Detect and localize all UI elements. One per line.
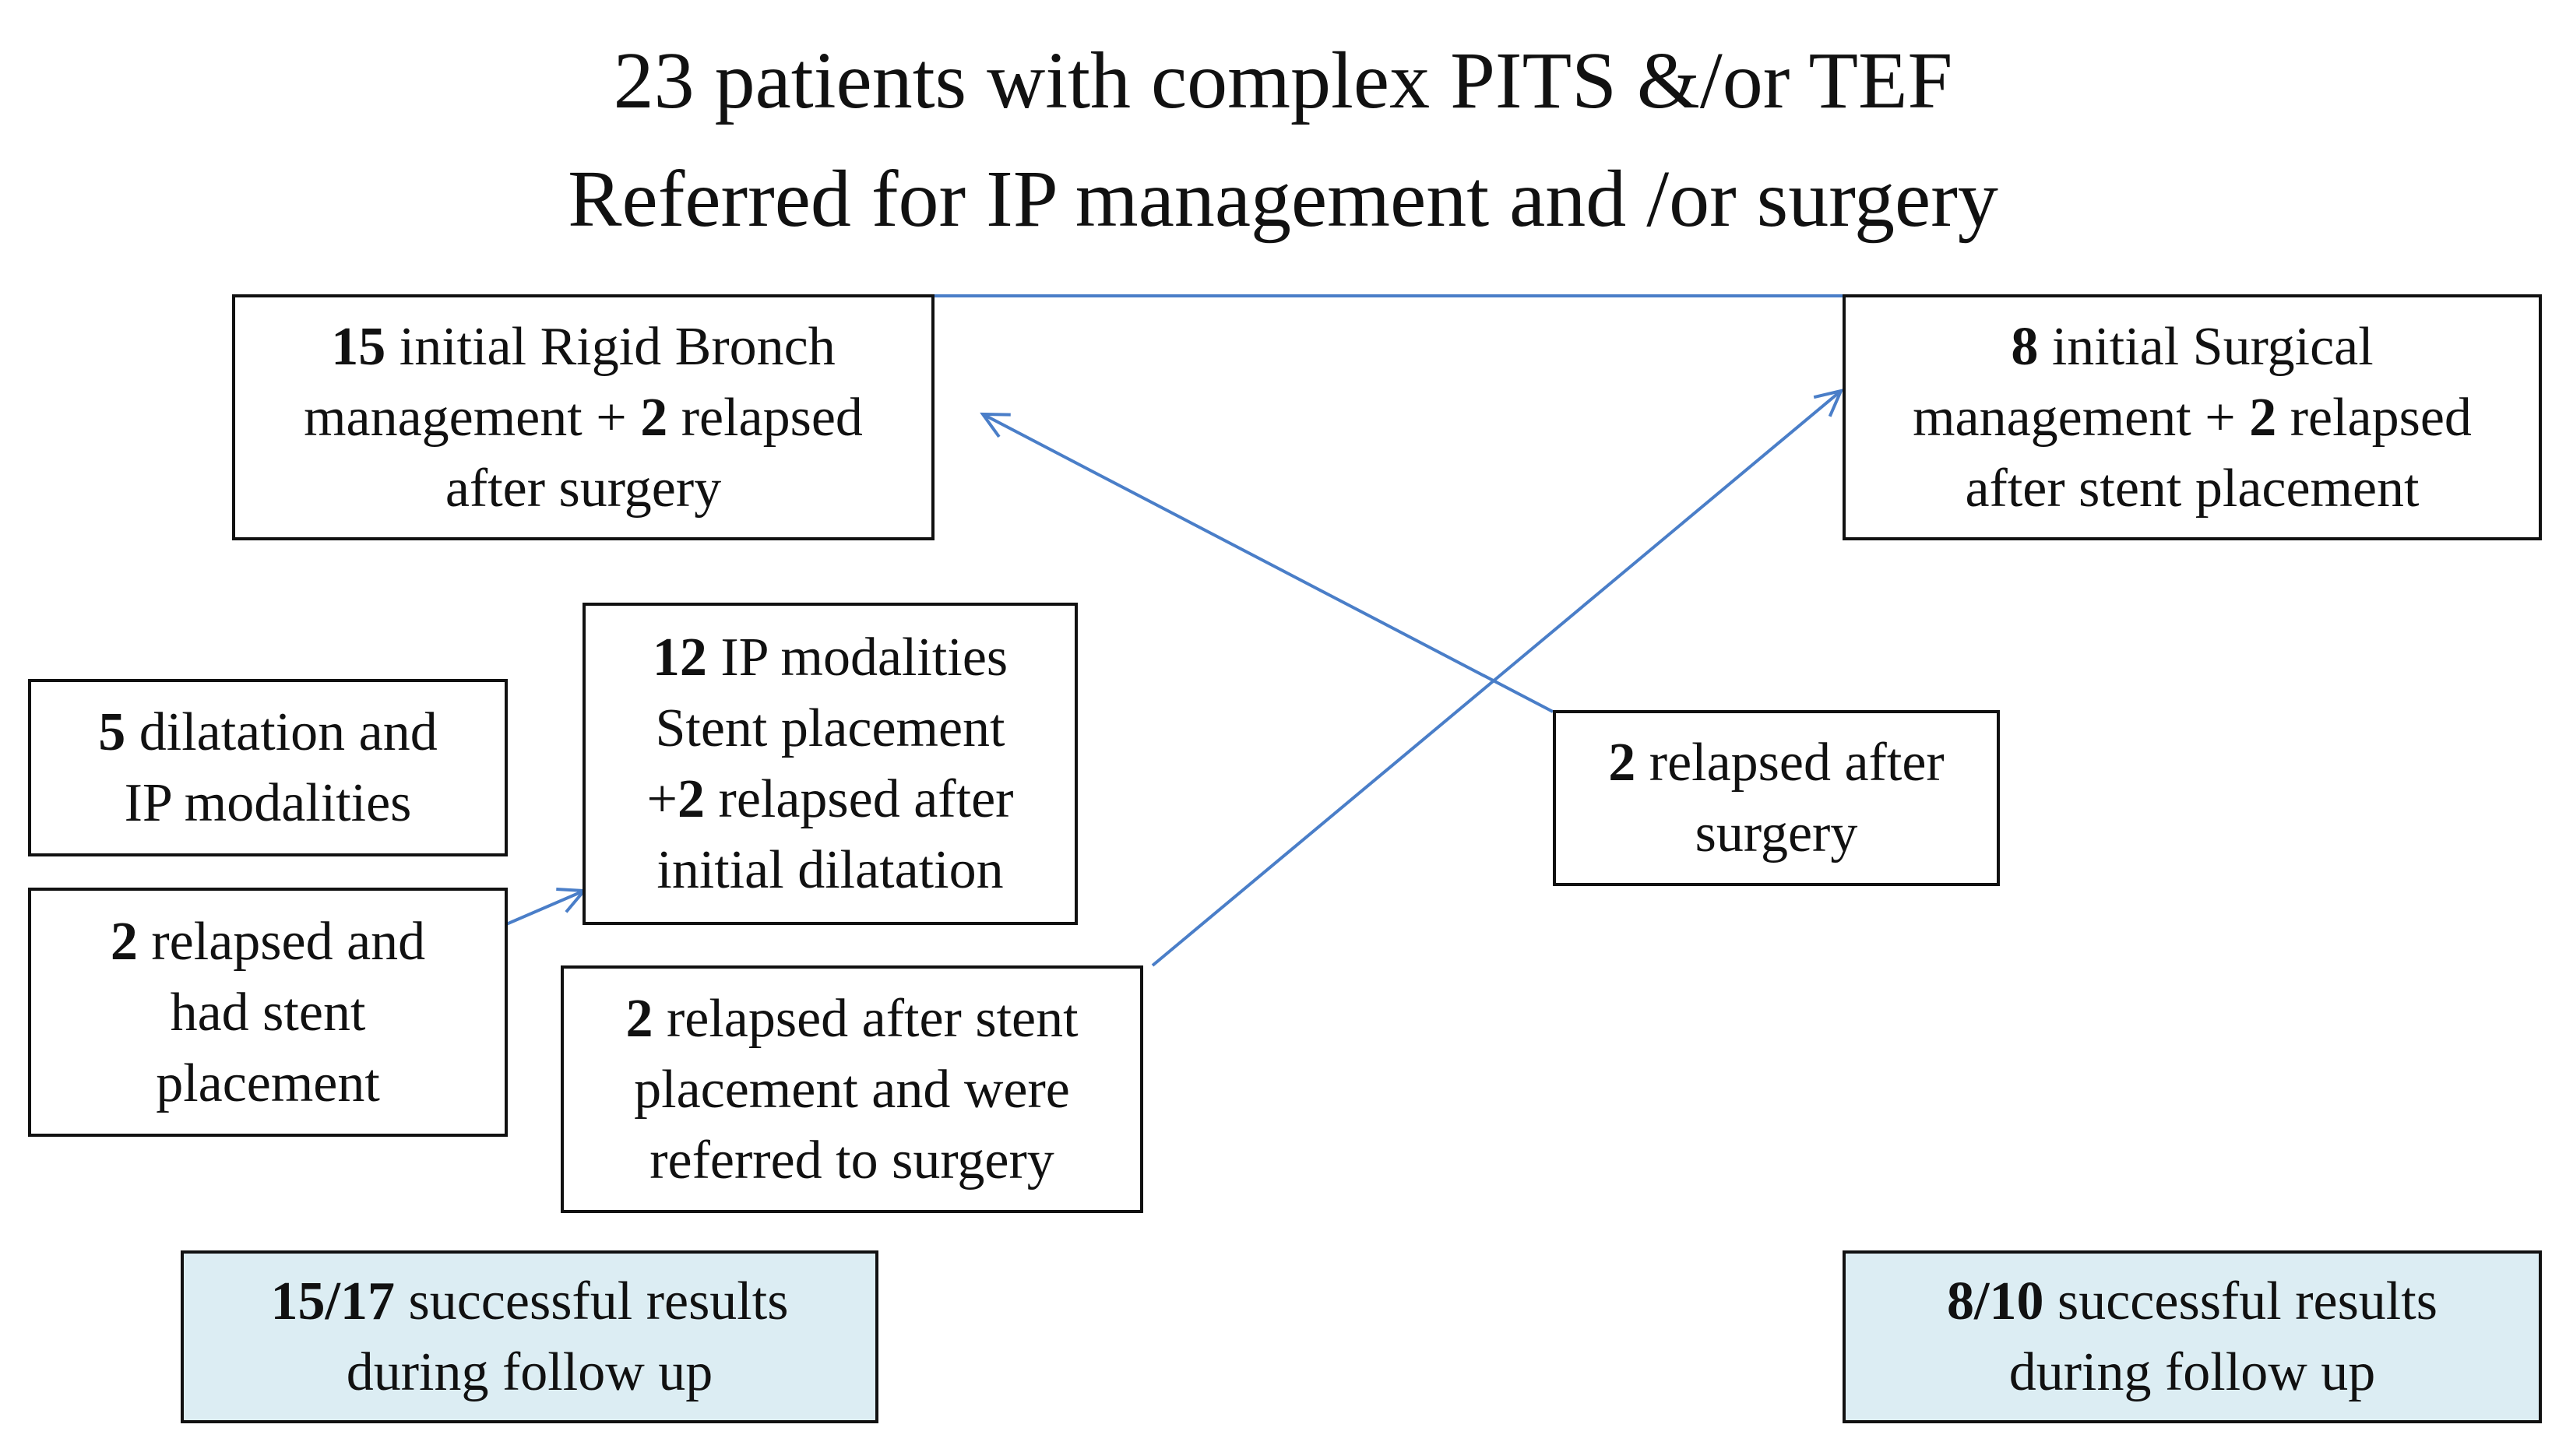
rigid-bronch-count: 15 (331, 316, 386, 377)
surgical-management-box: 8 initial Surgical management + 2 relaps… (1843, 294, 2542, 540)
left-success-ratio: 15/17 (270, 1271, 395, 1331)
relapsed-stent-line-2: had stent (170, 982, 366, 1043)
rigid-bronch-line-3: after surgery (445, 458, 722, 519)
right-success-line-1: successful results (2043, 1271, 2438, 1331)
rigid-bronch-line-2a: management + (304, 387, 641, 448)
relapsed-after-surgery-count: 2 (1608, 733, 1636, 793)
left-success-result-box: 15/17 successful results during follow u… (181, 1250, 878, 1423)
ip-modalities-line-4: initial dilatation (656, 840, 1004, 900)
relapsed-after-surgery-line-1: relapsed after (1635, 733, 1945, 793)
dilatation-box: 5 dilatation and IP modalities (28, 679, 508, 856)
right-success-ratio: 8/10 (1947, 1271, 2044, 1331)
relapsed-referred-count: 2 (625, 988, 653, 1049)
surgical-line-2b: relapsed (2276, 387, 2472, 448)
relapsed-after-surgery-box: 2 relapsed after surgery (1553, 710, 2000, 886)
rigid-bronch-line-1: initial Rigid Bronch (385, 316, 836, 377)
surgical-line-3: after stent placement (1965, 458, 2420, 519)
ip-modalities-box: 12 IP modalities Stent placement +2 rela… (583, 603, 1078, 925)
rigid-bronch-relapsed-count: 2 (640, 387, 668, 448)
surgical-count: 8 (2011, 316, 2039, 377)
relapsed-referred-line-1: relapsed after stent (653, 988, 1079, 1049)
diagram-title-line-2: Referred for IP management and /or surge… (568, 154, 1998, 244)
dilatation-line-1: dilatation and (125, 702, 438, 762)
relapsed-referred-line-3: referred to surgery (649, 1130, 1054, 1190)
diagram-title-line-1: 23 patients with complex PITS &/or TEF (613, 36, 1953, 125)
relapsed-stent-line-1: relapsed and (137, 911, 426, 972)
ip-modalities-relapsed-count: 2 (678, 769, 706, 829)
rigid-bronch-management-box: 15 initial Rigid Bronch management + 2 r… (232, 294, 935, 540)
surgical-relapsed-count: 2 (2249, 387, 2277, 448)
relapsed-referred-line-2: placement and were (634, 1059, 1070, 1120)
left-success-line-1: successful results (395, 1271, 789, 1331)
relapsed-after-surgery-line-2: surgery (1695, 804, 1858, 863)
right-success-result-box: 8/10 successful results during follow up (1843, 1250, 2542, 1423)
ip-modalities-line-3a: + (646, 769, 678, 829)
dilatation-line-2: IP modalities (124, 773, 412, 833)
relapsed-stent-count: 2 (110, 911, 138, 972)
relapsed-referred-to-surgery-box: 2 relapsed after stent placement and wer… (561, 965, 1143, 1213)
right-success-line-2: during follow up (2008, 1342, 2376, 1402)
left-success-line-2: during follow up (346, 1342, 713, 1402)
relapsed-stent-line-3: placement (156, 1053, 380, 1113)
rigid-bronch-line-2b: relapsed (667, 387, 863, 448)
surgical-line-1: initial Surgical (2038, 316, 2374, 377)
ip-modalities-line-1: IP modalities (706, 628, 1008, 688)
relapsed-stent-placement-box: 2 relapsed and had stent placement (28, 888, 508, 1137)
ip-modalities-count: 12 (652, 628, 707, 688)
ip-modalities-line-3b: relapsed after (705, 769, 1014, 829)
surgical-line-2a: management + (1913, 387, 2250, 448)
dilatation-count: 5 (98, 702, 126, 762)
ip-modalities-line-2: Stent placement (655, 698, 1005, 758)
